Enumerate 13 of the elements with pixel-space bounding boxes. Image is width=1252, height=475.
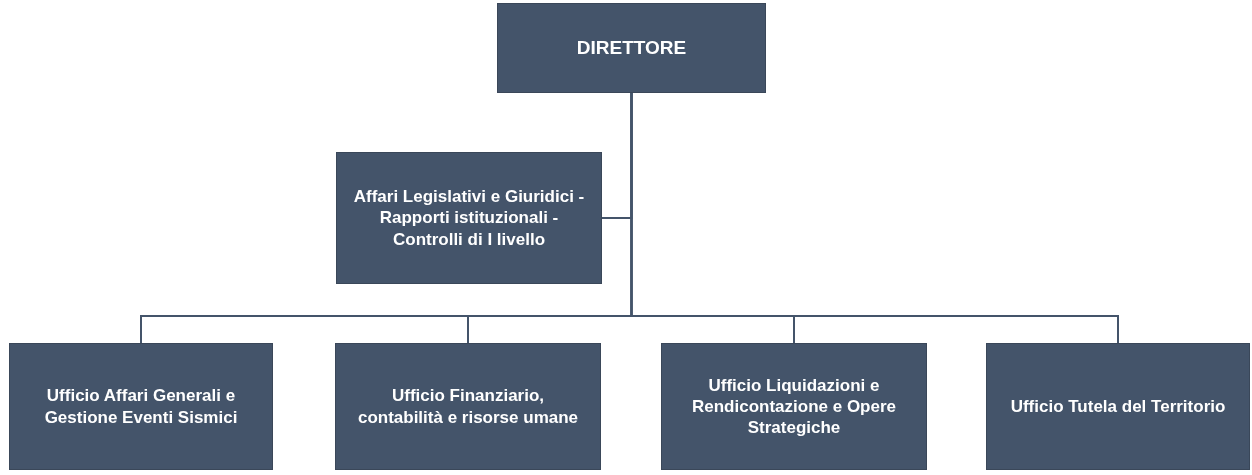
- org-box: [336, 152, 602, 284]
- box-label: Ufficio Liquidazioni e Rendicontazione e Opere Strategiche: [690, 374, 897, 439]
- org-box: [335, 343, 601, 470]
- org-box: [986, 343, 1250, 470]
- org-box: [497, 3, 766, 93]
- box-label: Ufficio Affari Generali e Gestione Eventi Sismici: [43, 385, 239, 428]
- box-label: Affari Legislativi e Giuridici - Rapporti istituzionali - Controlli di I livello: [353, 186, 585, 250]
- connector-line: [630, 92, 1119, 344]
- org-box: [9, 343, 273, 470]
- box-label: DIRETTORE: [576, 36, 687, 60]
- box-label: Ufficio Tutela del Territorio: [1010, 395, 1226, 418]
- box-label: Ufficio Finanziario, contabilità e risorse umane: [356, 385, 580, 428]
- org-box: [661, 343, 927, 470]
